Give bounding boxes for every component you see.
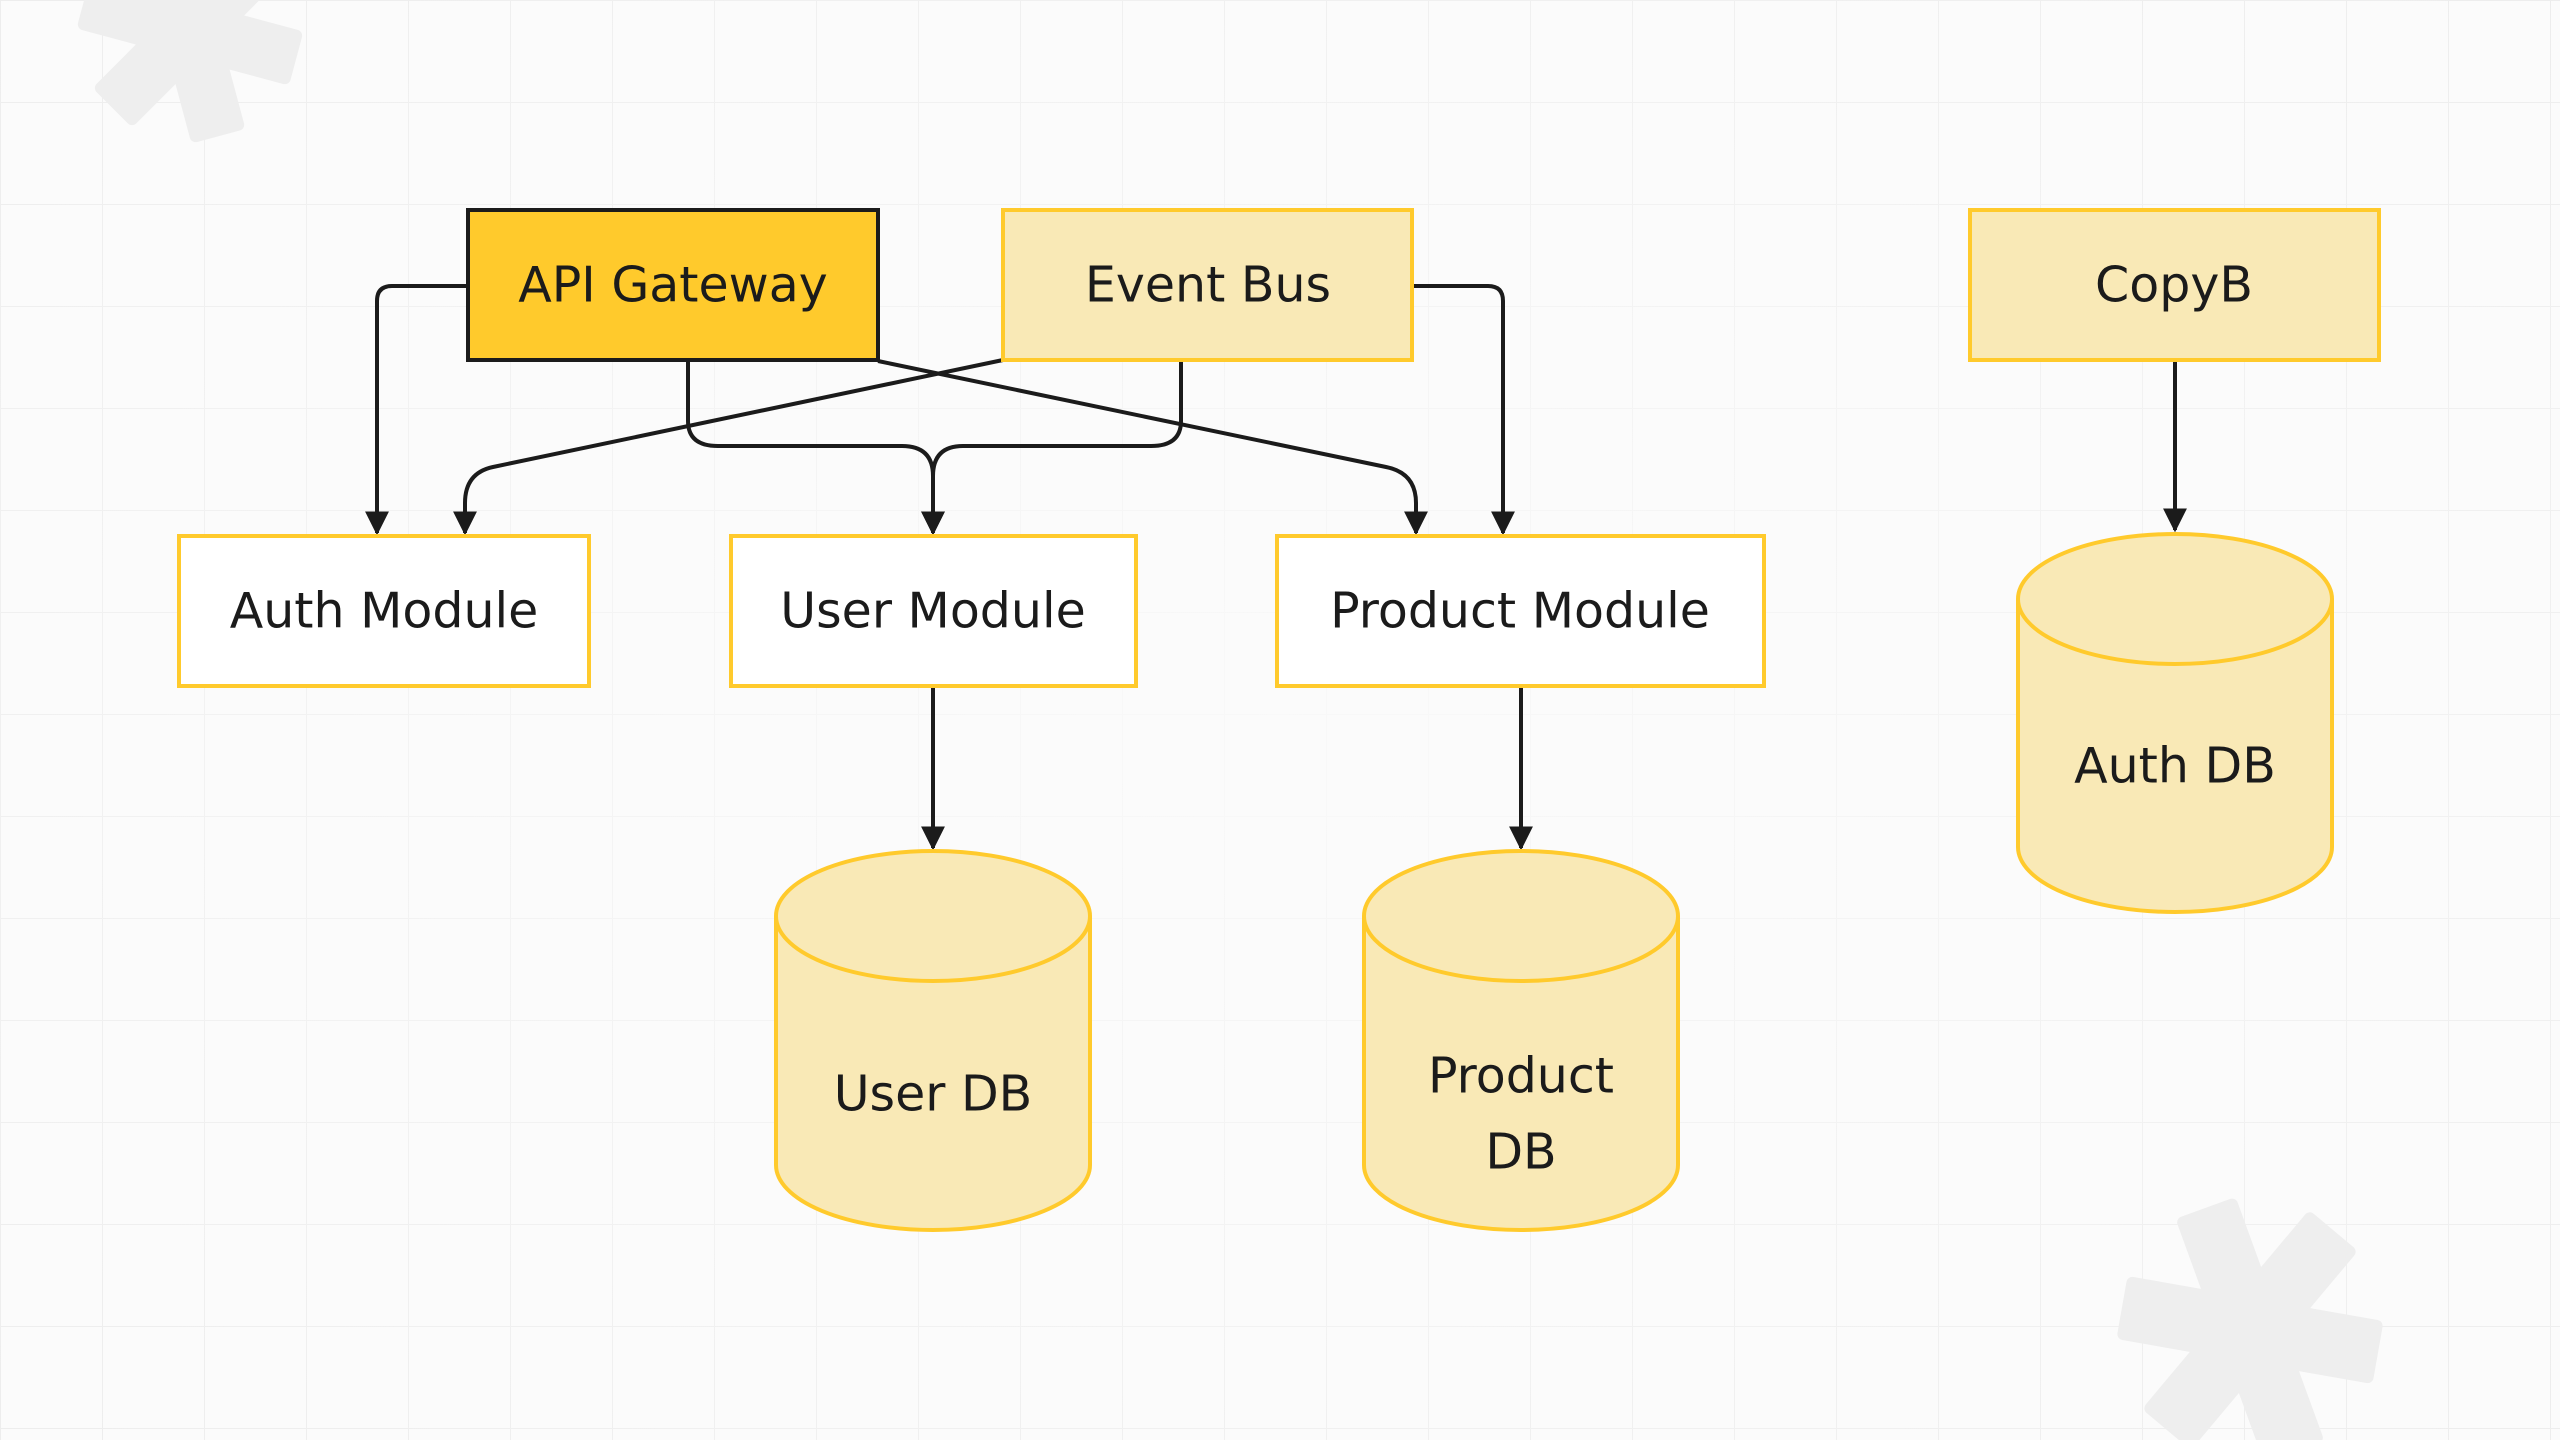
node-user-db[interactable]: User DB	[774, 849, 1092, 1232]
asterisk-watermark-icon	[2117, 1198, 2383, 1440]
edge-api-to-user	[686, 362, 945, 536]
node-user-module[interactable]: User Module	[729, 534, 1138, 688]
node-box	[1275, 534, 1766, 688]
edges	[365, 284, 2187, 851]
node-box	[729, 534, 1138, 688]
node-auth-db[interactable]: Auth DB	[2016, 532, 2334, 914]
node-event-bus[interactable]: Event Bus	[1001, 208, 1414, 362]
node-box	[466, 208, 880, 362]
node-label: Event Bus	[1085, 257, 1331, 314]
edge-api-to-product	[877, 359, 1428, 536]
node-label: Auth DB	[2074, 738, 2276, 795]
cylinder-top	[774, 849, 1092, 983]
cylinder-top	[1362, 849, 1680, 983]
cylinder-body	[2016, 599, 2334, 914]
node-box	[1968, 208, 2381, 362]
node-label-line-2: DB	[1485, 1124, 1556, 1181]
edge-api-to-auth	[365, 284, 468, 536]
edge-bus-to-auth	[453, 358, 1004, 536]
node-copyb[interactable]: CopyB	[1968, 208, 2381, 362]
node-label-line-1: Product	[1428, 1048, 1614, 1105]
asterisk-watermark-icon	[77, 0, 303, 143]
node-product-module[interactable]: Product Module	[1275, 534, 1766, 688]
edge-bus-to-product	[1412, 284, 1515, 536]
node-label: User Module	[780, 583, 1085, 640]
node-api-gateway[interactable]: API Gateway	[466, 208, 880, 362]
node-label: CopyB	[2095, 257, 2253, 314]
edge-bus-to-user	[921, 362, 1183, 536]
cylinder-top	[2016, 532, 2334, 666]
node-box	[177, 534, 591, 688]
node-box	[1001, 208, 1414, 362]
node-label: Product Module	[1330, 583, 1710, 640]
node-label: Auth Module	[230, 583, 539, 640]
cylinder-body	[1362, 916, 1680, 1232]
cylinder-body	[774, 916, 1092, 1232]
node-product-db[interactable]: Product DB	[1362, 849, 1680, 1232]
node-auth-module[interactable]: Auth Module	[177, 534, 591, 688]
node-label: User DB	[834, 1066, 1033, 1123]
node-label: API Gateway	[518, 257, 828, 314]
